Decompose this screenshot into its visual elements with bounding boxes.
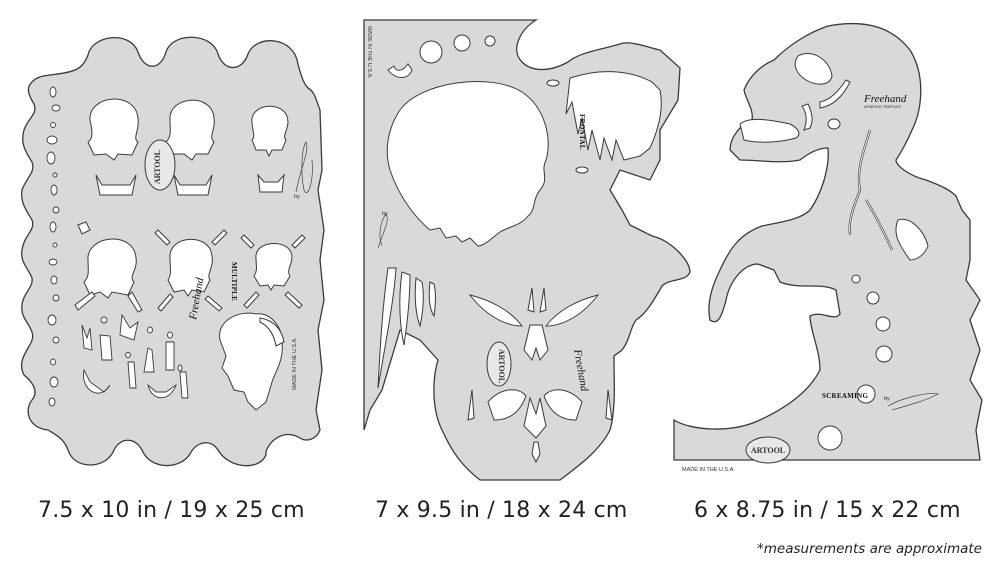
signature-by-1: by [294, 194, 300, 200]
svg-text:ARTOOL: ARTOOL [751, 446, 785, 455]
size-caption-multiple: 7.5 x 10 in / 19 x 25 cm [38, 498, 305, 523]
stencil-screaming-graphic: SCREAMING by Freehand AIRBRUSH TEMPLATE … [673, 22, 983, 473]
made-in-usa-2: MADE IN THE U.S.A. [366, 26, 372, 79]
measurements-footnote: *measurements are approximate [757, 541, 982, 557]
artool-logo-2: ARTOOL [486, 341, 512, 387]
svg-text:ARTOOL: ARTOOL [153, 150, 162, 184]
stencil-multiple-graphic: ARTOOL MULTIPLE [20, 36, 325, 467]
freehand-logo-3: Freehand AIRBRUSH TEMPLATE [863, 93, 907, 109]
signature-by-3: by [884, 396, 890, 402]
svg-text:AIRBRUSH TEMPLATE: AIRBRUSH TEMPLATE [864, 105, 902, 109]
artool-logo-3: ARTOOL [745, 436, 791, 464]
stencil-frontal-graphic: FRONTAL MADE IN THE U.S.A. by ARTOOL Fre… [363, 19, 691, 481]
artool-logo-1: ARTOOL [144, 139, 176, 191]
signature-by-2: by [382, 211, 388, 217]
svg-text:ARTOOL: ARTOOL [497, 349, 506, 383]
signature-1 [295, 141, 313, 193]
size-caption-frontal: 7 x 9.5 in / 18 x 24 cm [375, 498, 628, 523]
stencil-label-frontal: FRONTAL [578, 114, 586, 150]
stencil-multiple: ARTOOL MULTIPLE [20, 30, 340, 470]
stencil-label-multiple: MULTIPLE [230, 262, 238, 301]
signature-2 [377, 213, 388, 249]
signature-3 [887, 393, 939, 411]
stencil-screaming: SCREAMING by Freehand AIRBRUSH TEMPLATE … [670, 20, 990, 480]
made-in-usa-1: MADE IN THE U.S.A. [292, 337, 298, 390]
size-caption-screaming: 6 x 8.75 in / 15 x 22 cm [694, 498, 961, 523]
stencil-frontal: FRONTAL MADE IN THE U.S.A. by ARTOOL Fre… [360, 10, 710, 485]
stencil-label-screaming: SCREAMING [822, 392, 869, 400]
svg-text:Freehand: Freehand [863, 93, 907, 105]
made-in-usa-3: MADE IN THE U.S.A. [682, 467, 735, 473]
